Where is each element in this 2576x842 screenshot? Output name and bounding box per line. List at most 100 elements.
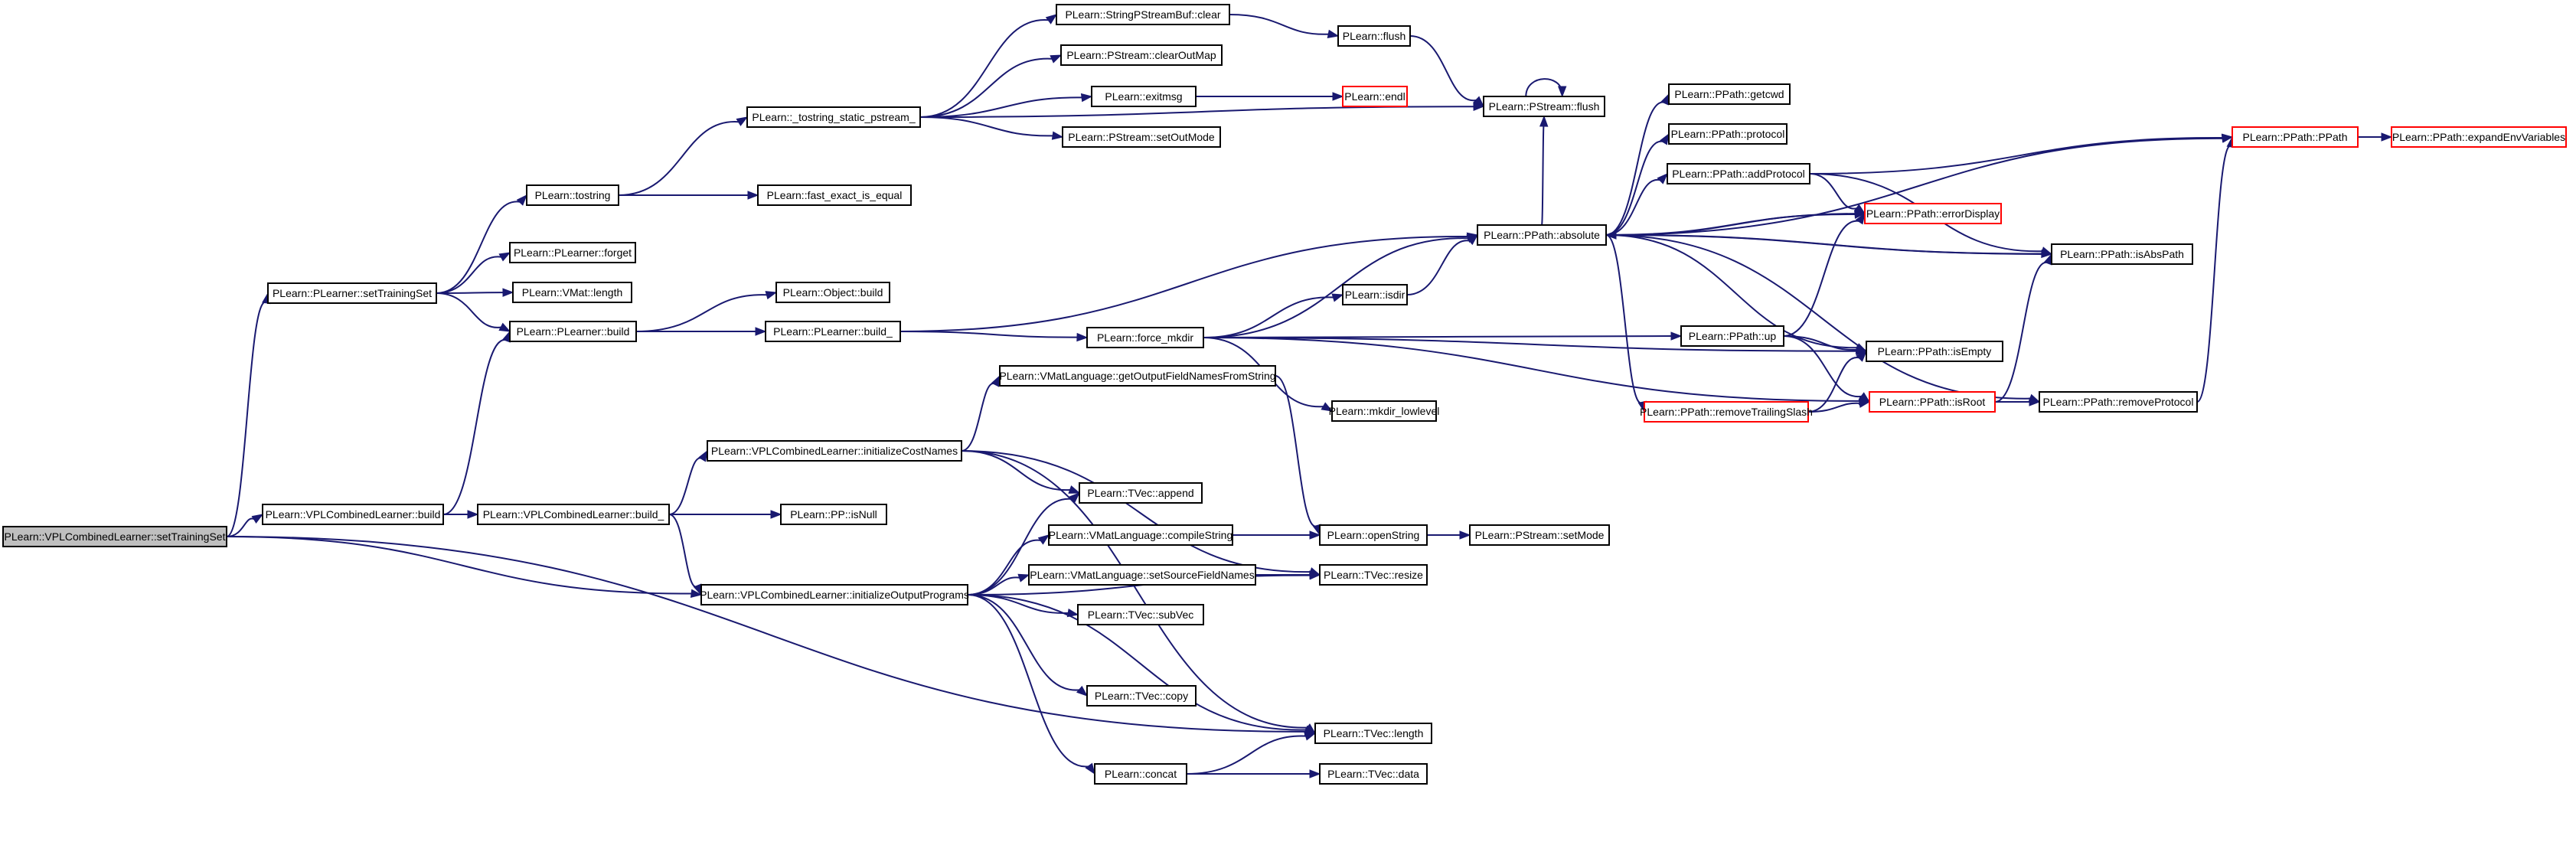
node-box (1319, 564, 1428, 586)
node-n17[interactable]: PLearn::TVec::append (1079, 482, 1203, 504)
node-n42[interactable]: PLearn::PPath::protocol (1668, 123, 1788, 145)
edge-n10-n27 (919, 116, 1064, 140)
edge-n24-n31 (1229, 14, 1340, 39)
node-box (1060, 44, 1223, 66)
node-n7[interactable]: PLearn::VMat::length (512, 282, 632, 303)
node-label: PLearn::PPath::removeTrailingSlash (1640, 406, 1813, 418)
node-n45[interactable]: PLearn::PPath::isAbsPath (2051, 243, 2193, 265)
node-label: PLearn::fast_exact_is_equal (767, 189, 903, 201)
node-n37[interactable]: PLearn::PPath::isRoot (1869, 391, 1996, 413)
node-label: PLearn::exitmsg (1105, 90, 1182, 103)
node-label: PLearn::VMatLanguage::setSourceFieldName… (1030, 569, 1254, 581)
node-box (1668, 83, 1791, 105)
node-box (700, 584, 968, 605)
node-n12[interactable]: PLearn::Object::build (775, 282, 890, 303)
node-n47[interactable]: PLearn::PPath::PPath (2232, 126, 2359, 148)
node-label: PLearn::PStream::clearOutMap (1066, 49, 1216, 61)
node-n46[interactable]: PLearn::PPath::removeTrailingSlash (1640, 401, 1813, 423)
node-n24[interactable]: PLearn::StringPStreamBuf::clear (1056, 4, 1230, 25)
edge-n5-n11 (619, 191, 759, 200)
node-n21[interactable]: PLearn::TVec::copy (1086, 685, 1197, 707)
node-box (509, 321, 637, 342)
node-box (1314, 723, 1432, 744)
node-n34[interactable]: PLearn::PPath::up (1680, 325, 1784, 347)
node-n26[interactable]: PLearn::exitmsg (1091, 86, 1197, 107)
node-n15[interactable]: PLearn::PP::isNull (780, 504, 887, 525)
node-n39[interactable]: PLearn::PStream::setMode (1469, 524, 1610, 546)
node-box (1864, 203, 2002, 224)
node-n1[interactable]: PLearn::PLearner::setTrainingSet (267, 282, 437, 304)
node-label: PLearn::PStream::flush (1489, 100, 1600, 113)
node-n14[interactable]: PLearn::VPLCombinedLearner::initializeCo… (707, 440, 962, 462)
node-n27[interactable]: PLearn::PStream::setOutMode (1062, 126, 1221, 148)
nodes-layer: PLearn::VPLCombinedLearner::setTrainingS… (2, 4, 2567, 785)
node-label: PLearn::Object::build (783, 286, 883, 299)
node-n31[interactable]: PLearn::flush (1337, 25, 1411, 47)
node-n22[interactable]: PLearn::concat (1094, 763, 1187, 785)
node-label: PLearn::PPath::errorDisplay (1866, 207, 2000, 220)
node-label: PLearn::VPLCombinedLearner::build_ (483, 508, 664, 521)
node-n11[interactable]: PLearn::fast_exact_is_equal (757, 184, 912, 206)
node-n48[interactable]: PLearn::PPath::removeProtocol (2039, 391, 2198, 413)
edge-n0-n2 (226, 514, 264, 537)
edge-n0-n3 (226, 536, 703, 599)
node-box (477, 504, 670, 525)
edge-n2-n8 (442, 330, 511, 515)
edge-n1-n5 (436, 194, 527, 294)
node-box (1342, 284, 1408, 305)
node-n16[interactable]: PLearn::VMatLanguage::getOutputFieldName… (999, 365, 1276, 387)
edge-n46-n37 (1807, 399, 1871, 413)
node-n6[interactable]: PLearn::PLearner::forget (509, 242, 636, 263)
node-n29[interactable]: PLearn::force_mkdir (1086, 327, 1204, 348)
edge-n13-n30 (899, 232, 1479, 332)
edge-n1-n6 (436, 252, 511, 294)
node-n33[interactable]: PLearn::isdir (1342, 284, 1408, 305)
node-label: PLearn::mkdir_lowlevel (1329, 405, 1440, 417)
node-n2[interactable]: PLearn::VPLCombinedLearner::build (262, 504, 444, 525)
node-label: PLearn::PStream::setOutMode (1068, 131, 1215, 143)
edge-n29-n33 (1203, 293, 1344, 338)
node-n13[interactable]: PLearn::PLearner::build_ (765, 321, 901, 342)
edge-n18-n38 (1232, 530, 1321, 540)
node-n49[interactable]: PLearn::PPath::expandEnvVariables (2391, 126, 2567, 148)
node-box (1319, 763, 1428, 785)
edge-n10-n25 (919, 54, 1063, 118)
node-n18[interactable]: PLearn::VMatLanguage::compileString (1048, 524, 1233, 546)
node-n41[interactable]: PLearn::PPath::getcwd (1668, 83, 1791, 105)
node-n25[interactable]: PLearn::PStream::clearOutMap (1060, 44, 1223, 66)
node-label: PLearn::PPath::isEmpty (1878, 345, 1992, 357)
node-n20[interactable]: PLearn::TVec::subVec (1077, 604, 1204, 625)
node-n9[interactable]: PLearn::VPLCombinedLearner::build_ (477, 504, 670, 525)
node-n23[interactable]: PLearn::TVec::resize (1319, 564, 1428, 586)
node-n38[interactable]: PLearn::openString (1319, 524, 1428, 546)
edge-n22-n40 (1186, 769, 1321, 778)
edge-n30-n48 (1605, 234, 2041, 403)
node-n32[interactable]: PLearn::endl (1342, 86, 1408, 107)
node-n19[interactable]: PLearn::VMatLanguage::setSourceFieldName… (1028, 564, 1256, 586)
node-n8[interactable]: PLearn::PLearner::build (509, 321, 637, 342)
node-n3[interactable]: PLearn::VPLCombinedLearner::initializeOu… (700, 584, 969, 605)
node-n44[interactable]: PLearn::PPath::errorDisplay (1864, 203, 2002, 224)
edge-n30-n41 (1605, 93, 1670, 236)
node-n40[interactable]: PLearn::TVec::data (1319, 763, 1428, 785)
node-label: PLearn::TVec::resize (1324, 569, 1423, 581)
node-n28[interactable]: PLearn::PStream::flush (1483, 96, 1605, 117)
node-n0[interactable]: PLearn::VPLCombinedLearner::setTrainingS… (2, 526, 227, 547)
edge-n9-n3 (668, 514, 702, 596)
node-box (2051, 243, 2193, 265)
node-n35[interactable]: PLearn::PPath::isEmpty (1866, 341, 2003, 362)
node-n10[interactable]: PLearn::_tostring_static_pstream_ (746, 106, 921, 128)
node-label: PLearn::PLearner::build (517, 325, 630, 338)
node-label: PLearn::VPLCombinedLearner::initializeCo… (711, 445, 958, 457)
edge-n30-n43 (1605, 173, 1668, 236)
edge-n26-n32 (1196, 92, 1344, 101)
node-n43[interactable]: PLearn::PPath::addProtocol (1667, 163, 1810, 184)
node-box (262, 504, 444, 525)
node-label: PLearn::PPath::isRoot (1879, 396, 1986, 408)
node-n4[interactable]: PLearn::TVec::length (1314, 723, 1432, 744)
node-n30[interactable]: PLearn::PPath::absolute (1477, 224, 1607, 246)
node-n36[interactable]: PLearn::mkdir_lowlevel (1329, 400, 1440, 422)
node-label: PLearn::TVec::data (1327, 768, 1419, 780)
node-n5[interactable]: PLearn::tostring (526, 184, 619, 206)
node-box (1668, 123, 1788, 145)
